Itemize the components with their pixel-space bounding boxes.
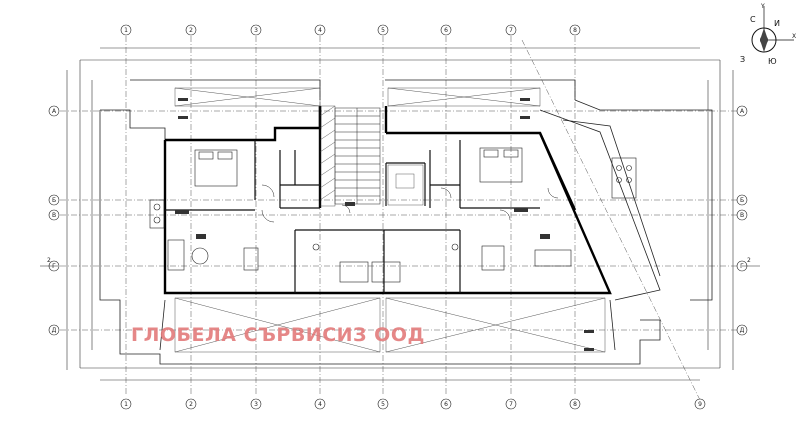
grid-column-8-top-label: 8	[573, 27, 577, 34]
compass-x-label: X	[792, 33, 796, 40]
grid-column-1-top-label: 1	[124, 27, 128, 34]
grid-row-2-left-bubble	[48, 209, 60, 221]
grid-column-6-bottom-label: 6	[444, 401, 448, 408]
door-swings	[261, 184, 559, 223]
grid-column-4-bottom-label: 4	[318, 401, 322, 408]
compass-north: С	[750, 15, 756, 24]
section-mark-right: 2	[747, 257, 751, 264]
compass-east: И	[774, 19, 780, 28]
compass-south: Ю	[768, 57, 777, 66]
grid-row-0-right-bubble	[736, 105, 748, 117]
grid-column-4-top-label: 4	[318, 27, 322, 34]
compass-y-label: Y	[760, 3, 765, 10]
grid-row-4-left-label: Д	[52, 327, 57, 334]
grid-row-3-left-label: Г	[52, 263, 56, 270]
grid-column-5-bottom-label: 5	[381, 401, 385, 408]
grid-column-7-bottom-label: 7	[509, 401, 513, 408]
grid-row-0-left-label: А	[52, 108, 57, 115]
section-mark-left: 2	[47, 257, 51, 264]
dimension-lines	[66, 47, 734, 381]
grid-column-7-top-label: 7	[509, 27, 513, 34]
grid-column-3-bottom-label: 3	[254, 401, 258, 408]
grid-row-2-right-label: В	[740, 212, 744, 219]
grid-row-0-left-bubble	[48, 105, 60, 117]
staircase	[334, 107, 381, 205]
grid-row-4-left-bubble	[48, 324, 60, 336]
elevator-shafts	[319, 105, 424, 207]
slab-outline	[99, 79, 713, 365]
grid-column-5-top-bubble	[377, 24, 389, 36]
grid-row-1-left-bubble	[48, 194, 60, 206]
grid-column-6-top-bubble	[440, 24, 452, 36]
grid-diagonal-axis-label: 9	[698, 401, 702, 408]
grid-column-3-bottom-bubble	[250, 398, 262, 410]
grid-row-1-right-bubble	[736, 194, 748, 206]
grid-column-7-top-bubble	[505, 24, 517, 36]
grid-row-0-right-label: А	[740, 108, 745, 115]
grid-column-2-bottom-bubble	[185, 398, 197, 410]
grid-row-1-right-label: Б	[740, 197, 744, 204]
grid-column-2-top-label: 2	[189, 27, 193, 34]
grid-column-1-top-bubble	[120, 24, 132, 36]
grid-column-7-bottom-bubble	[505, 398, 517, 410]
company-watermark: ГЛОБЕЛА СЪРВИСИЗ ООД	[131, 324, 425, 346]
roof-diagonals	[174, 87, 606, 353]
grid-column-2-top-bubble	[185, 24, 197, 36]
furniture	[149, 147, 637, 283]
grid-column-2-bottom-label: 2	[189, 401, 193, 408]
grid-column-5-bottom-bubble	[377, 398, 389, 410]
compass-west: З	[740, 55, 745, 64]
grid-column-1-bottom-bubble	[120, 398, 132, 410]
grid-row-3-right-label: Г	[740, 263, 744, 270]
grid-column-8-top-bubble	[569, 24, 581, 36]
grid-column-1-bottom-label: 1	[124, 401, 128, 408]
grid-diagonal-axis-bubble	[694, 398, 706, 410]
compass-needle-icon	[760, 28, 768, 52]
grid-column-6-top-label: 6	[444, 27, 448, 34]
level-tags	[175, 98, 594, 351]
grid-row-4-right-label: Д	[740, 327, 745, 334]
compass-rose: С И Ю З Y X	[740, 3, 796, 66]
grid-column-5-top-label: 5	[381, 27, 385, 34]
grid-row-1-left-label: Б	[52, 197, 56, 204]
grid-row-2-left-label: В	[52, 212, 56, 219]
grid-column-4-top-bubble	[314, 24, 326, 36]
grid-column-8-bottom-bubble	[569, 398, 581, 410]
grid-column-3-top-bubble	[250, 24, 262, 36]
grid-row-2-right-bubble	[736, 209, 748, 221]
main-walls	[163, 106, 612, 295]
grid-column-3-top-label: 3	[254, 27, 258, 34]
grid-column-8-bottom-label: 8	[573, 401, 577, 408]
grid-column-4-bottom-bubble	[314, 398, 326, 410]
grid-row-4-right-bubble	[736, 324, 748, 336]
grid-column-6-bottom-bubble	[440, 398, 452, 410]
